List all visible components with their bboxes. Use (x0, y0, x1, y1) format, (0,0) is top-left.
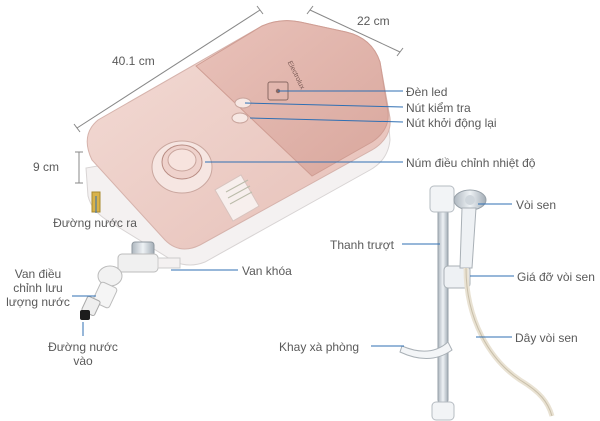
heater-panel (195, 20, 389, 177)
hose-label: Dây vòi sen (515, 331, 578, 345)
water-out-label: Đường nước ra (53, 216, 137, 230)
soap-tray-icon (399, 341, 453, 359)
slide-bar-icon (437, 195, 449, 405)
valve-lock-label: Van khóa (242, 264, 292, 278)
leader-lines (72, 90, 514, 347)
holder-label: Giá đỡ vòi sen (517, 270, 595, 284)
reset-button-label: Nút khởi động lại (406, 116, 497, 130)
valve-assembly (80, 241, 181, 320)
valve-lock-body (117, 253, 159, 273)
slide-bar-label: Thanh trượt (330, 238, 394, 252)
water-heater (85, 20, 391, 266)
width-label: 22 cm (357, 14, 390, 28)
led-label: Đèn led (406, 85, 448, 99)
reset-button-icon (231, 112, 249, 124)
water-in-label: Đường nước vào (48, 340, 118, 368)
length-dim-line (76, 9, 261, 129)
dimension-lines (73, 5, 404, 184)
water-in-connector (80, 310, 90, 320)
spec-sticker (214, 174, 260, 222)
temperature-knob-label: Núm điều chỉnh nhiệt độ (406, 156, 536, 170)
shower-set (399, 185, 555, 421)
length-label: 40.1 cm (112, 54, 155, 68)
shower-head-label: Vòi sen (516, 198, 557, 212)
flow-valve-label: Van điều chỉnh lưu lượng nước (6, 267, 70, 309)
holder-icon (443, 265, 471, 289)
depth-label: 9 cm (33, 160, 60, 174)
test-button-label: Nút kiểm tra (406, 101, 471, 115)
width-dim-line (309, 9, 401, 53)
soap-tray-label: Khay xà phòng (279, 340, 360, 354)
